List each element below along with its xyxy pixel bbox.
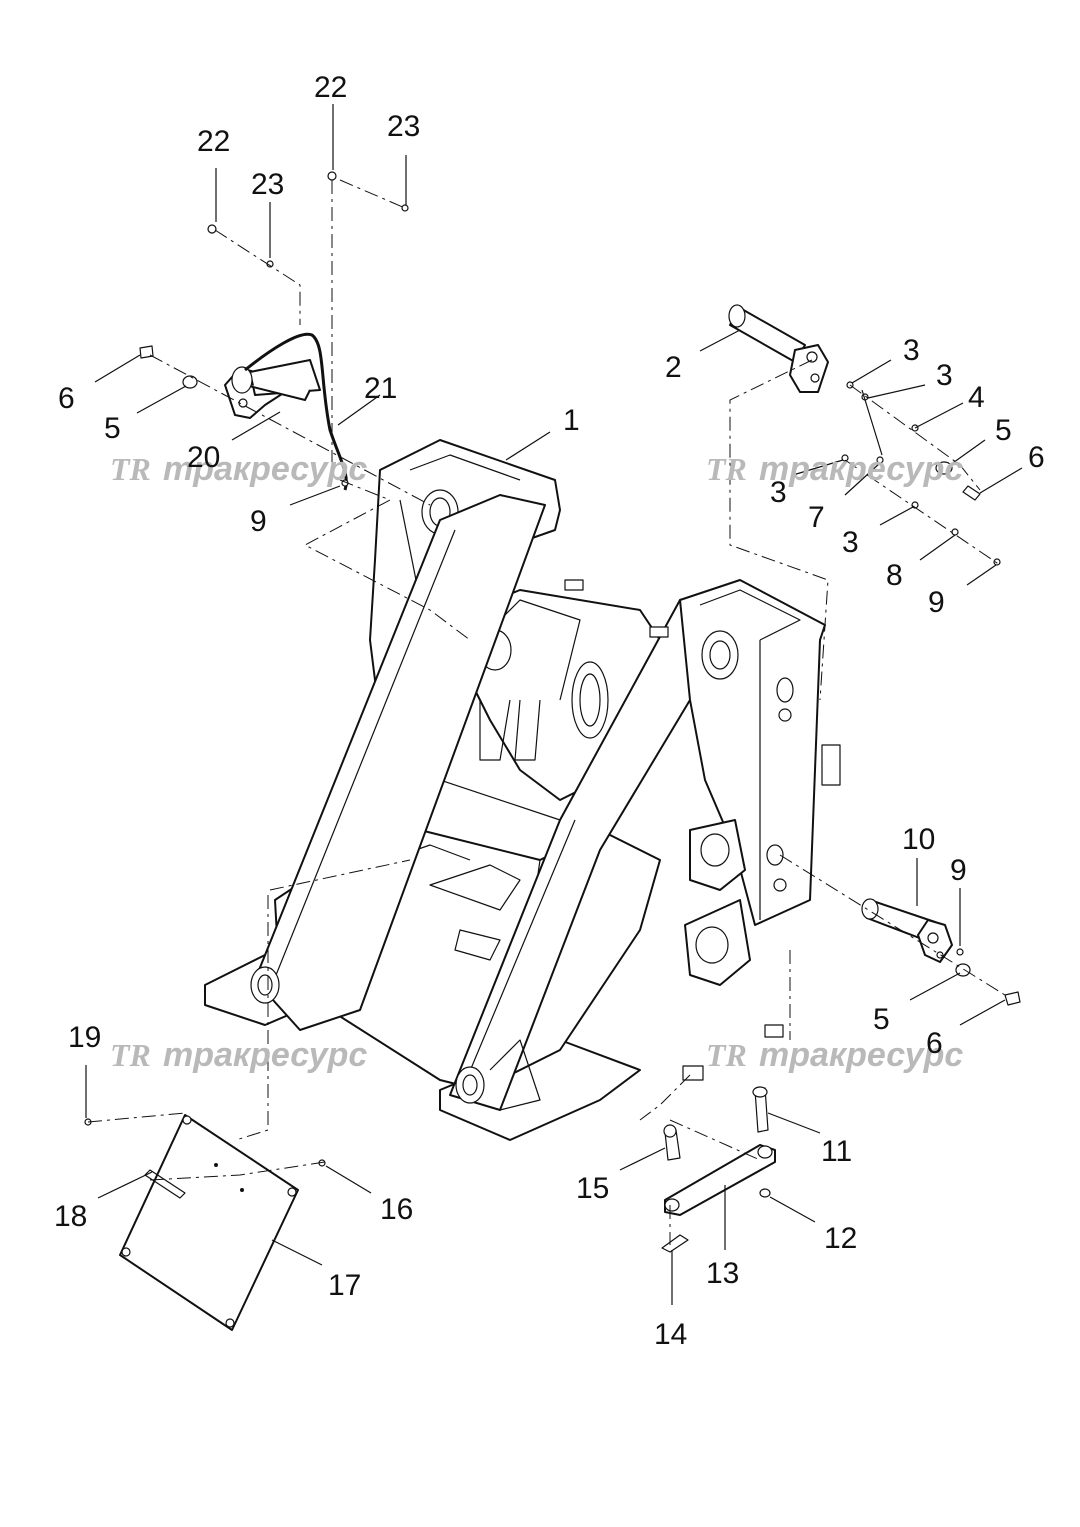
center-lines [87, 179, 1006, 1245]
callout-19: 19 [68, 1021, 101, 1054]
watermark-1: TR тракресурс [110, 450, 367, 488]
link-13 [661, 1086, 776, 1253]
watermark-text: тракресурс [759, 1036, 963, 1074]
callout-3: 3 [770, 476, 787, 509]
callout-9: 9 [250, 505, 267, 538]
watermark-text: тракресурс [163, 450, 367, 488]
callout-3: 3 [842, 526, 859, 559]
callout-13: 13 [706, 1257, 739, 1290]
watermark-4: TR тракресурс [706, 1036, 963, 1074]
watermark-logo: TR [706, 1037, 747, 1073]
callout-12: 12 [824, 1222, 857, 1255]
callout-5: 5 [873, 1003, 890, 1036]
watermark-text: тракресурс [759, 450, 963, 488]
lanyard-21 [244, 332, 348, 491]
callout-10: 10 [902, 823, 935, 856]
watermark-text: тракресурс [163, 1036, 367, 1074]
pin-20 [224, 359, 321, 419]
callout-6: 6 [1028, 441, 1045, 474]
loader-frame [204, 439, 841, 1141]
callout-labels: 1 2 3 3 3 3 4 5 6 7 8 9 6 5 20 21 9 22 2… [54, 71, 1045, 1351]
callout-2: 2 [665, 351, 682, 384]
leader-lines [85, 104, 1023, 1305]
upper-right-hardware [841, 381, 1001, 566]
callout-17: 17 [328, 1269, 361, 1302]
callout-8: 8 [886, 559, 903, 592]
callout-7: 7 [808, 501, 825, 534]
callout-5: 5 [995, 414, 1012, 447]
callout-5: 5 [104, 412, 121, 445]
watermark-2: TR тракресурс [706, 450, 963, 488]
callout-9: 9 [950, 854, 967, 887]
callout-22: 22 [197, 125, 230, 158]
watermark-3: TR тракресурс [110, 1036, 367, 1074]
pin-2 [728, 304, 829, 393]
callout-21: 21 [364, 372, 397, 405]
watermark-logo: TR [110, 451, 151, 487]
callout-6: 6 [58, 382, 75, 415]
callout-3: 3 [903, 334, 920, 367]
callout-3: 3 [936, 359, 953, 392]
cover-plate-17 [84, 1114, 326, 1331]
callout-9: 9 [928, 586, 945, 619]
callout-23: 23 [387, 110, 420, 143]
pin-10 [861, 898, 1021, 1006]
callout-18: 18 [54, 1200, 87, 1233]
callout-4: 4 [968, 381, 985, 414]
callout-15: 15 [576, 1172, 609, 1205]
callout-22: 22 [314, 71, 347, 104]
callout-16: 16 [380, 1193, 413, 1226]
callout-6: 6 [926, 1027, 943, 1060]
watermark-logo: TR [706, 451, 747, 487]
watermark-logo: TR [110, 1037, 151, 1073]
callout-11: 11 [821, 1135, 852, 1168]
callout-14: 14 [654, 1318, 687, 1351]
upper-left-hardware [139, 171, 409, 487]
callout-23: 23 [251, 168, 284, 201]
callout-1: 1 [563, 404, 580, 437]
callout-20: 20 [187, 441, 220, 474]
